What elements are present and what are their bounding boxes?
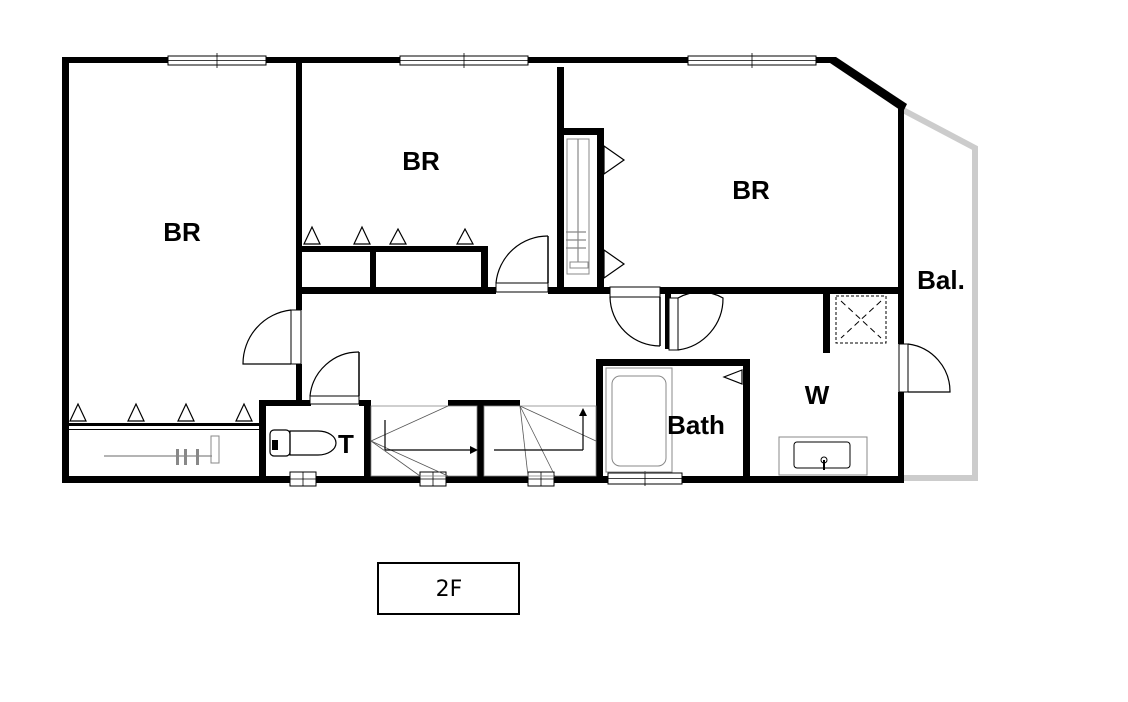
stairs: [370, 405, 597, 477]
room-label-br-east: BR: [732, 175, 770, 205]
room-label-bath: Bath: [667, 410, 725, 440]
closet-door-markers: [69, 144, 743, 422]
toilet-fixture: [269, 429, 337, 457]
room-label-balcony: Bal.: [917, 265, 965, 295]
bathtub: [605, 367, 673, 473]
room-label-toilet: T: [338, 429, 354, 459]
floor-label: 2F: [436, 577, 463, 602]
sink-vanity: [778, 436, 868, 476]
room-label-br-north: BR: [402, 146, 440, 176]
windows: [167, 53, 817, 487]
closet-rods: [104, 138, 590, 465]
doors: [242, 235, 951, 405]
shower-drain: [835, 295, 887, 344]
interior-walls: [69, 57, 904, 480]
balcony-railing: [901, 107, 978, 481]
room-label-washroom: W: [805, 380, 830, 410]
exterior-walls: [62, 57, 907, 483]
floor-label-box: 2F: [377, 562, 520, 615]
room-label-br-west: BR: [163, 217, 201, 247]
